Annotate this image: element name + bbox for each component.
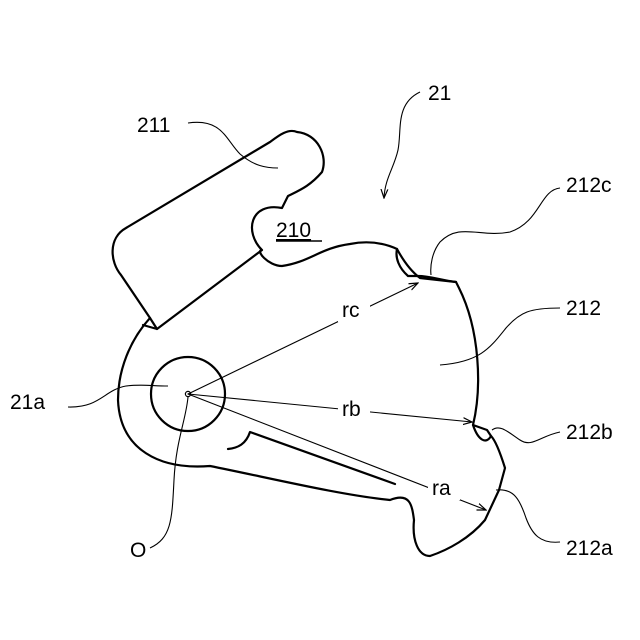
label-rc: rc xyxy=(342,299,360,322)
radius-b-line xyxy=(188,394,472,422)
leader-212b xyxy=(492,428,560,443)
label-212a: 212a xyxy=(566,537,613,560)
label-rb: rb xyxy=(342,398,361,421)
label-212c: 212c xyxy=(566,174,612,197)
lower-edge xyxy=(228,432,395,484)
label-211: 211 xyxy=(137,114,170,137)
leader-21 xyxy=(384,92,420,198)
label-212: 212 xyxy=(566,297,601,320)
label-212b: 212b xyxy=(566,421,613,444)
leader-212 xyxy=(440,308,560,365)
label-O: O xyxy=(130,539,146,562)
label-ra: ra xyxy=(432,477,451,500)
label-21a: 21a xyxy=(10,391,45,414)
label-210: 210 xyxy=(276,219,311,242)
label-21: 21 xyxy=(428,82,451,105)
leader-O xyxy=(150,397,188,548)
leader-212a xyxy=(496,490,560,542)
radius-c-line xyxy=(188,283,418,394)
leader-212c xyxy=(431,188,560,275)
